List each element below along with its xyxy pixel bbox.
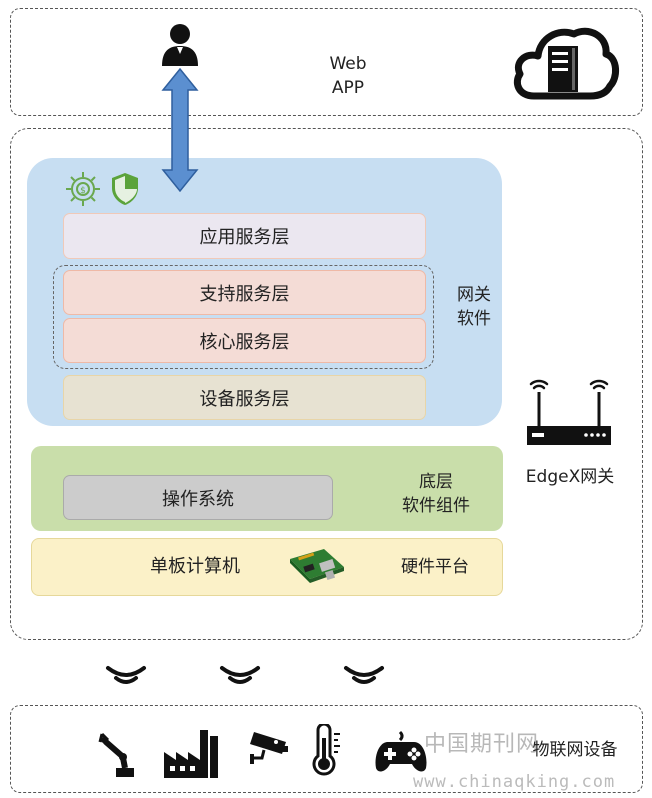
web-app-label: Web APP: [318, 52, 378, 100]
gateway-software-label-line1: 网关: [457, 285, 491, 305]
web-app-label-line1: Web: [329, 54, 367, 74]
raspberry-pi-icon: [290, 549, 344, 583]
operating-system-box: 操作系统: [63, 475, 333, 520]
shield-icon: [112, 173, 138, 205]
support-service-layer-label: 支持服务层: [199, 283, 290, 305]
core-service-layer-label: 核心服务层: [199, 331, 290, 353]
edgex-gateway-label: EdgeX网关: [525, 467, 615, 487]
iot-devices-label: 物联网设备: [532, 740, 618, 760]
operating-system-label: 操作系统: [162, 488, 234, 510]
application-service-layer-label: 应用服务层: [199, 227, 290, 248]
factory-icon: [164, 730, 218, 778]
wireless-signal-icon: [344, 666, 384, 684]
hardware-platform-label: 硬件平台: [401, 557, 469, 577]
watermark-url: www.chinaqking.com: [413, 772, 616, 792]
watermark-cn: 中国期刊网: [424, 732, 540, 757]
user-icon: [162, 24, 198, 66]
thermometer-icon: [312, 724, 340, 776]
os-layer-label: 底层 软件组件: [386, 470, 486, 518]
bidirectional-arrow: [161, 68, 199, 192]
gamepad-icon: [375, 730, 427, 772]
wireless-signal-icon: [220, 666, 260, 684]
support-service-layer: 支持服务层: [63, 270, 426, 315]
web-app-label-line2: APP: [331, 78, 365, 98]
device-service-layer-label: 设备服务层: [199, 388, 290, 410]
gear-icon: $: [66, 172, 100, 206]
svg-text:$: $: [80, 186, 86, 196]
os-layer-label-line2: 软件组件: [402, 496, 470, 516]
gateway-software-label-line2: 软件: [457, 309, 491, 329]
gateway-software-label: 网关 软件: [444, 283, 504, 331]
cloud-server-icon: [513, 27, 619, 100]
iot-devices-box: [10, 705, 643, 793]
edgex-gateway-box: [10, 128, 643, 640]
wireless-signal-icon: [106, 666, 146, 684]
application-service-layer: 应用服务层: [63, 213, 426, 259]
robot-arm-icon: [98, 732, 134, 777]
hardware-layer-panel: [31, 538, 503, 596]
router-icon: [527, 379, 611, 445]
support-core-group: [53, 265, 434, 369]
os-layer-label-line1: 底层: [419, 472, 453, 492]
device-service-layer: 设备服务层: [63, 375, 426, 420]
single-board-computer-label: 单板计算机: [150, 556, 240, 577]
core-service-layer: 核心服务层: [63, 318, 426, 363]
web-app-box: [10, 8, 643, 116]
cctv-camera-icon: [250, 732, 288, 764]
